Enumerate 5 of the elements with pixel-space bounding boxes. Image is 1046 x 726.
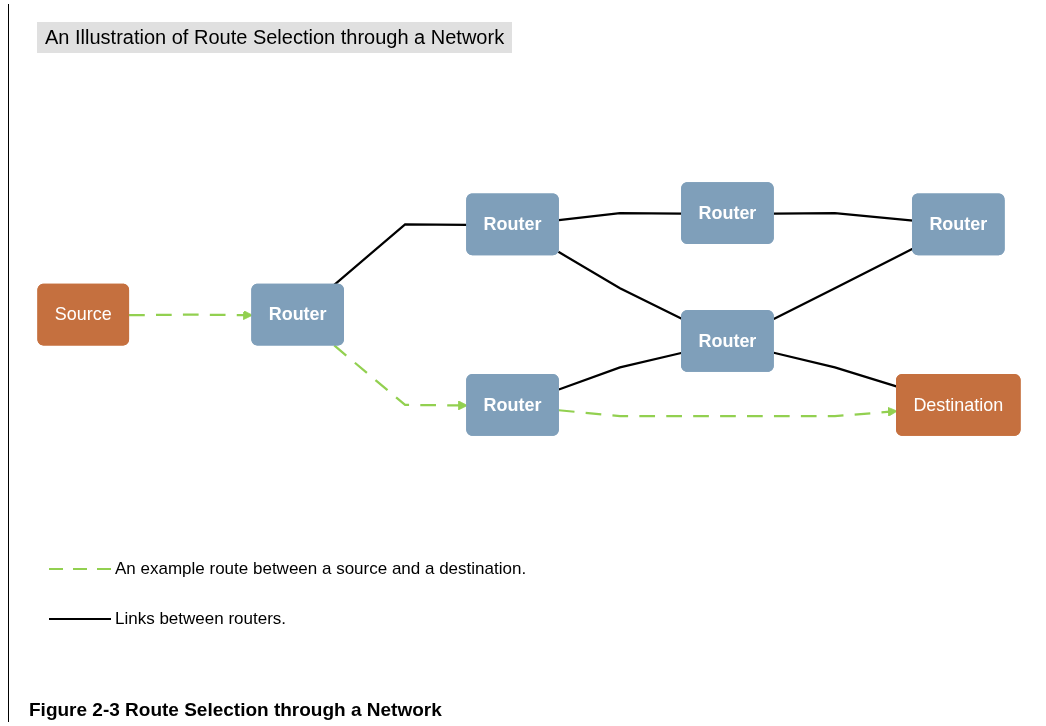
figure-caption: Figure 2-3 Route Selection through a Network (29, 699, 442, 721)
legend-text: An example route between a source and a destination. (115, 559, 527, 579)
legend-text: Links between routers. (115, 609, 287, 629)
diagram-title: An Illustration of Route Selection through a Network (37, 22, 513, 53)
connector (773, 247, 914, 321)
